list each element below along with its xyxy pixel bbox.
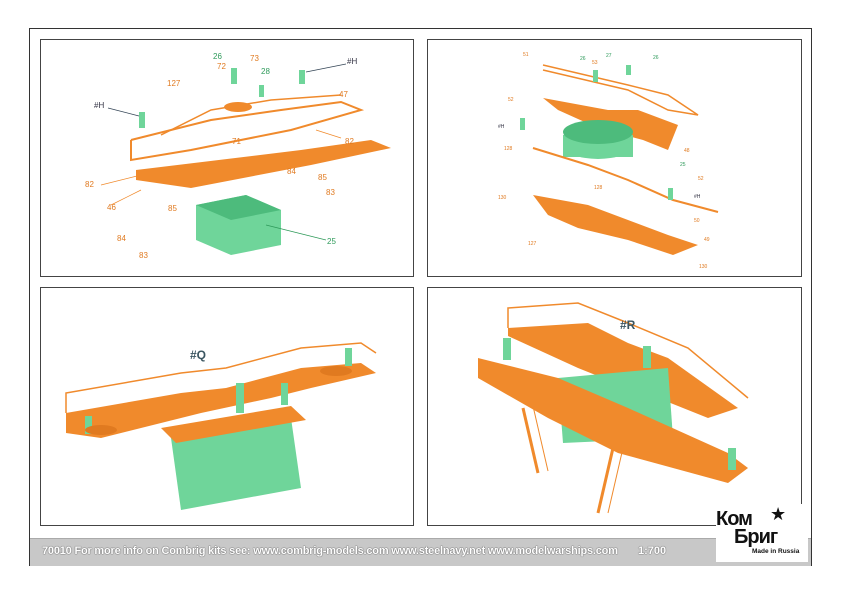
star-icon: ★: [770, 504, 787, 524]
panel-assembled-q: #Q: [40, 287, 414, 526]
part-label: 26: [580, 56, 586, 62]
part-label: 28: [261, 67, 270, 76]
part-label: 128: [504, 146, 513, 152]
part-label: 130: [498, 195, 507, 201]
part-label: #H: [694, 194, 701, 200]
exploded-parts-drawing: [520, 64, 719, 255]
logo-line-1: Ком: [716, 508, 753, 530]
assembled-structure-q: [65, 342, 377, 510]
part-label: 82: [85, 180, 94, 189]
part-label: #H: [498, 124, 505, 130]
part-label: 49: [704, 237, 710, 243]
assembly-title: #Q: [190, 348, 207, 362]
part-label: 51: [523, 52, 529, 58]
part-label: 47: [339, 90, 348, 99]
part-label: 73: [250, 54, 259, 63]
part-label: 85: [318, 173, 327, 182]
part-label: #H: [347, 57, 358, 66]
part-label: 83: [326, 188, 335, 197]
part-label: 53: [592, 60, 598, 66]
part-label: 84: [287, 167, 296, 176]
part-label: 27: [606, 53, 612, 59]
part-label: 128: [594, 185, 603, 191]
part-label: #H: [94, 101, 105, 110]
scale-label: 1:700: [638, 545, 667, 557]
logo-line-2: Бриг: [734, 526, 778, 548]
part-label: 82: [345, 137, 354, 146]
panel-assembled-r: #R: [427, 287, 802, 526]
logo-tagline: Made in Russia: [752, 548, 800, 555]
footer-bar: 70010 For more info on Combrig kits see:…: [30, 538, 811, 566]
part-label: 83: [139, 251, 148, 260]
part-label: 72: [217, 62, 226, 71]
assembly-title: #R: [620, 318, 636, 332]
part-label: 84: [117, 234, 126, 243]
part-label: 85: [168, 204, 177, 213]
part-label: 127: [167, 79, 181, 88]
part-label: 26: [213, 52, 222, 61]
part-label: 52: [508, 97, 514, 103]
footer-info-text: 70010 For more info on Combrig kits see:…: [42, 545, 618, 557]
part-label: 25: [680, 162, 686, 168]
combrig-logo: ★ Ком Бриг Made in Russia: [716, 504, 808, 562]
exploded-parts-drawing: [100, 63, 391, 255]
part-label: 26: [653, 55, 659, 61]
part-label: 130: [699, 264, 708, 270]
assembled-structure-r: [478, 302, 749, 514]
part-label: 25: [327, 237, 336, 246]
panel-exploded-view-q: 26 73 72 28 #H 127 #H 47 71 82 84 85 83 …: [40, 39, 414, 277]
part-label: 50: [694, 218, 700, 224]
part-label: 46: [107, 203, 116, 212]
panel-exploded-view-r: 51 26 53 27 26 52 #H 128 48 25 52 130 12…: [427, 39, 802, 277]
part-label: 48: [684, 148, 690, 154]
part-label: 127: [528, 241, 537, 247]
part-label: 52: [698, 176, 704, 182]
part-label: 71: [232, 137, 241, 146]
